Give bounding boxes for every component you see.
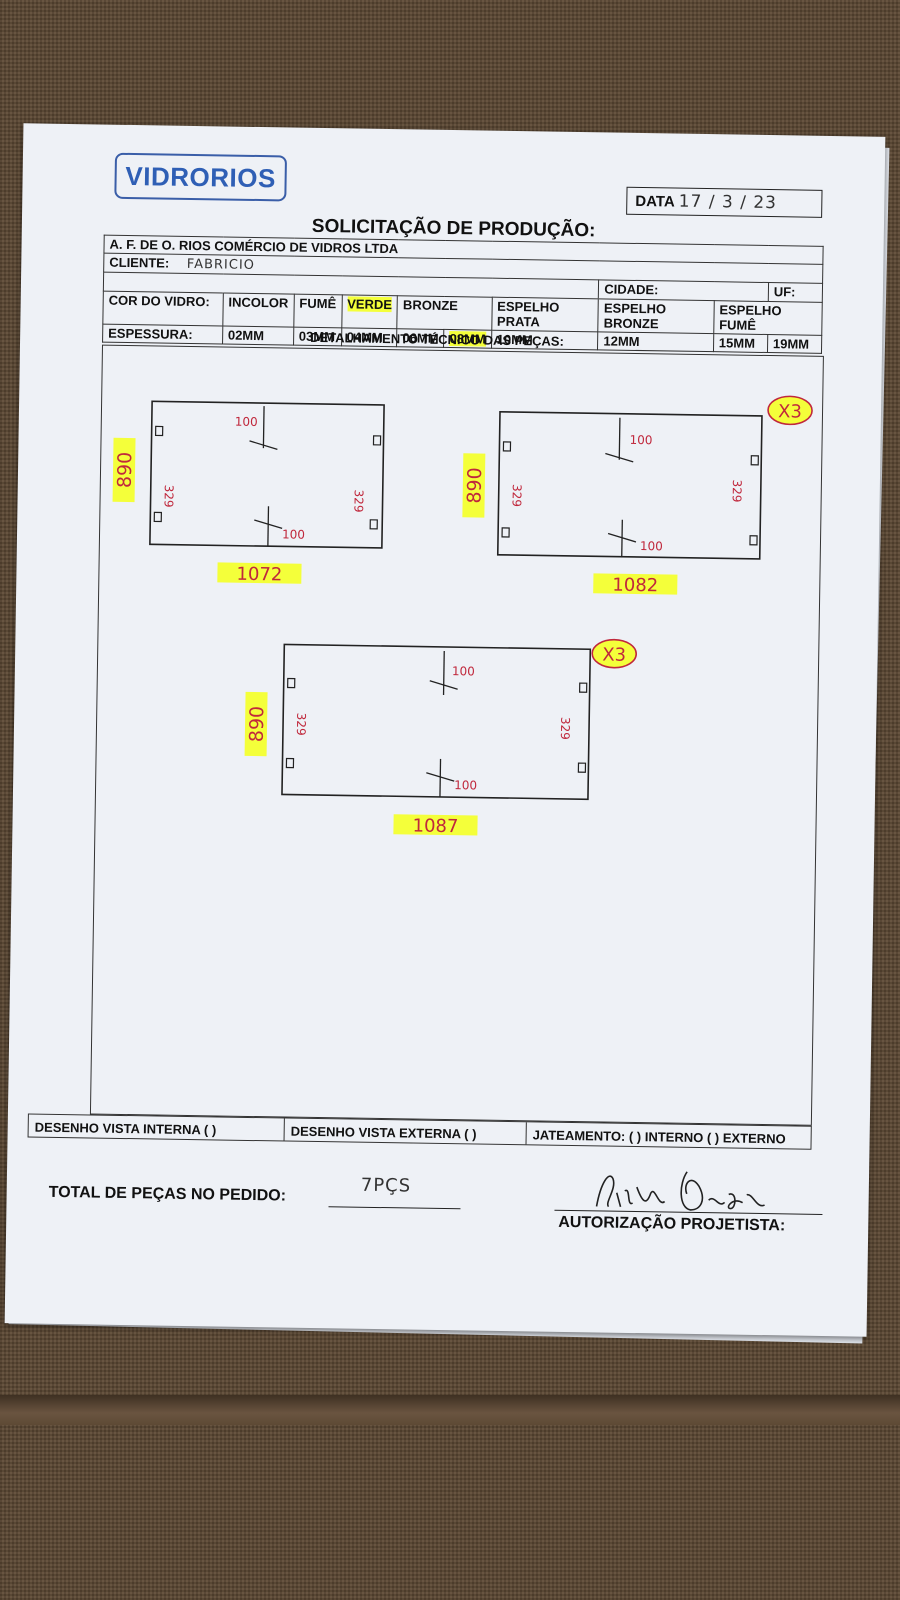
total-pieces-label: TOTAL DE PEÇAS NO PEDIDO: [48, 1183, 287, 1205]
technical-drawing-area: 100 100 329 329 890 1072 100 [89, 344, 824, 1126]
piece-3-side-right: 329 [558, 717, 572, 740]
vidrorios-logo: VIDRORIOS [114, 152, 288, 202]
date-field: DATA 17 / 3 / 23 [626, 186, 823, 218]
piece-3-outline [281, 643, 592, 801]
piece-1-width: 1072 [236, 564, 282, 586]
piece-2-width: 1082 [612, 575, 658, 597]
hinge-mark [153, 511, 162, 523]
piece-2-outline [496, 411, 763, 560]
thickness-label: ESPESSURA: [102, 324, 223, 344]
sandblast-option: JATEAMENTO: ( ) INTERNO ( ) EXTERNO [532, 1127, 786, 1147]
piece-2-side-right: 329 [730, 479, 744, 502]
piece-3-quantity: X3 [602, 644, 626, 665]
hinge-mark [501, 527, 510, 538]
thickness-option-02: 02MM [222, 325, 294, 346]
hinge-mark [502, 441, 512, 452]
piece-2-side-left: 329 [510, 484, 524, 507]
piece-2-hole-bottom: 100 [640, 539, 663, 553]
piece-1-drawing: 100 100 329 329 890 1072 [112, 400, 385, 586]
piece-1-side-left: 329 [161, 485, 175, 508]
date-value: 17 / 3 / 23 [678, 191, 778, 214]
color-option-fume: FUMÊ [293, 294, 342, 328]
hinge-mark [749, 535, 758, 546]
date-label: DATA [635, 192, 675, 211]
color-option-verde: VERDE [341, 294, 398, 329]
piece-3-width: 1087 [412, 816, 458, 838]
piece-2-quantity: X3 [778, 401, 802, 422]
color-option-espelho-bronze: ESPELHO BRONZE [598, 298, 715, 334]
hinge-mark [285, 757, 295, 769]
piece-2-drawing: 100 100 329 329 890 1082 X3 [462, 395, 813, 597]
piece-3-side-left: 329 [294, 713, 308, 736]
internal-view-option: DESENHO VISTA INTERNA ( ) [28, 1114, 285, 1141]
external-view-option: DESENHO VISTA EXTERNA ( ) [284, 1118, 527, 1145]
glass-color-label: COR DO VIDRO: [102, 291, 224, 326]
hinge-mark [369, 519, 378, 530]
client-label: CLIENTE: [109, 254, 170, 271]
uf-label: UF: [773, 284, 796, 300]
thickness-option-15: 15MM [713, 333, 768, 353]
color-option-verde-text: VERDE [347, 296, 393, 313]
piece-1-hole-top: 100 [235, 415, 258, 429]
piece-1-hole-bottom: 100 [282, 527, 305, 541]
total-pieces-line [328, 1206, 461, 1210]
hinge-mark [577, 762, 587, 773]
hinge-mark [372, 435, 382, 446]
piece-3-height: 890 [246, 706, 269, 743]
piece-1-side-right: 329 [351, 490, 365, 513]
piece-3-hole-bottom: 100 [454, 778, 477, 792]
technical-drawings: 100 100 329 329 890 1072 100 [112, 395, 813, 838]
total-pieces-value: 7PÇS [360, 1174, 412, 1197]
hinge-mark [579, 682, 588, 693]
color-option-espelho-fume: ESPELHO FUMÊ [713, 300, 823, 336]
thickness-option-12: 12MM [597, 331, 714, 352]
hinge-mark [154, 425, 164, 437]
piece-3-hole-top: 100 [452, 664, 475, 678]
uf-field: UF: [768, 282, 823, 303]
designer-signature [595, 1171, 765, 1211]
color-option-bronze: BRONZE [397, 295, 492, 331]
color-option-espelho-prata: ESPELHO PRATA [491, 297, 599, 332]
color-option-incolor: INCOLOR [222, 292, 295, 328]
piece-1-height: 890 [114, 452, 137, 489]
client-value: FABRICIO [186, 256, 256, 273]
thickness-option-19: 19MM [767, 334, 822, 354]
piece-3-drawing: 100 100 329 329 890 1087 X3 [244, 638, 638, 838]
sofa-seam [0, 1395, 900, 1425]
authorization-label: AUTORIZAÇÃO PROJETISTA: [558, 1213, 786, 1235]
city-label: CIDADE: [604, 281, 659, 298]
piece-1-outline [149, 400, 385, 549]
piece-2-hole-top: 100 [629, 433, 652, 447]
piece-2-height: 890 [464, 467, 487, 504]
hinge-mark [287, 677, 296, 689]
production-order-sheet: VIDRORIOS DATA 17 / 3 / 23 SOLICITAÇÃO D… [4, 123, 886, 1337]
hinge-mark [750, 455, 759, 466]
